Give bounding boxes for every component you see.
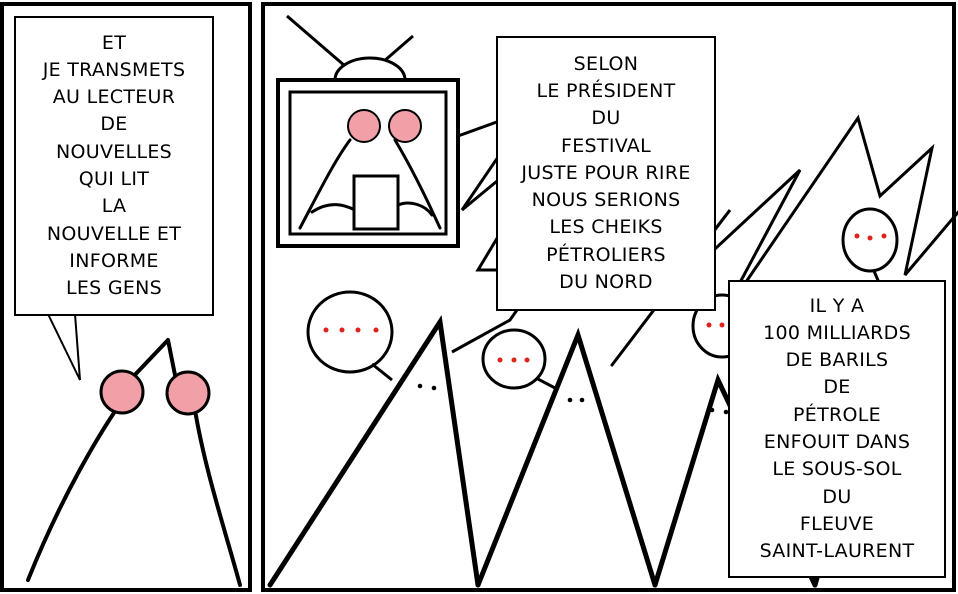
red-dot	[323, 327, 329, 333]
tv-antenna-dome	[333, 56, 407, 81]
television	[276, 14, 460, 248]
tv-antenna-left	[286, 14, 346, 68]
audience-triangle-2	[475, 327, 658, 588]
red-dot	[511, 357, 517, 363]
narration-box-left: ET JE TRANSMETS AU LECTEUR DE NOUVELLES …	[14, 16, 214, 316]
caption-line: JUSTE POUR RIRE	[521, 161, 691, 184]
caption-line: FLEUVE	[799, 512, 875, 535]
caption-line: DU	[591, 107, 621, 130]
caption-line: 100 MILLIARDS	[763, 321, 911, 344]
red-dot	[867, 235, 873, 241]
narrator-antenna	[128, 338, 177, 382]
narrator-eye-right	[165, 370, 211, 416]
caption-line: SAINT-LAURENT	[759, 540, 915, 563]
caption-line: DE	[823, 376, 851, 399]
red-dot	[339, 327, 345, 333]
red-dot	[881, 233, 887, 239]
presenter-paper	[352, 174, 400, 231]
red-dot	[719, 322, 725, 328]
caption-line: DU NORD	[559, 271, 653, 294]
caption-line: SELON	[573, 52, 639, 75]
caption-line: DU	[822, 485, 852, 508]
caption-line: LA	[101, 195, 127, 218]
caption-line: JE TRANSMETS	[42, 58, 186, 81]
narrator-eye-left	[99, 369, 145, 415]
red-dot	[524, 357, 530, 363]
caption-line: LES CHEIKS	[549, 216, 663, 239]
eye-dot	[723, 409, 729, 415]
caption-line: LES GENS	[65, 277, 163, 300]
red-dot	[355, 327, 361, 333]
eye-dot	[431, 385, 437, 391]
caption-line: ENFOUIT DANS	[763, 431, 911, 453]
red-dot	[497, 357, 503, 363]
caption-line: IL Y A	[809, 294, 865, 317]
eye-dot	[579, 397, 585, 403]
caption-line: LE PRÉSIDENT	[536, 79, 676, 102]
tv-presenter	[298, 138, 442, 230]
caption-line: PÉTROLIERS	[546, 243, 666, 266]
presenter-eye-left	[347, 109, 381, 143]
eye-dot	[417, 383, 423, 389]
caption-line: LE SOUS-SOL	[772, 458, 902, 481]
thought-bubble-1	[306, 290, 394, 374]
presenter-body	[298, 138, 442, 230]
caption-box-right: IL Y A 100 MILLIARDS DE BARILS DE PÉTROL…	[728, 280, 946, 578]
audience-triangle-1	[267, 315, 481, 588]
red-dot	[854, 233, 860, 239]
caption-line: DE	[100, 113, 128, 136]
caption-line: INFORME	[69, 249, 159, 272]
thought-bubble-2-tail	[535, 376, 556, 390]
red-dot	[706, 322, 712, 328]
caption-line: PÉTROLE	[793, 403, 881, 426]
caption-line: AU LECTEUR	[52, 86, 176, 109]
caption-box-center: SELON LE PRÉSIDENT DU FESTIVAL JUSTE POU…	[496, 36, 716, 311]
caption-line: FESTIVAL	[561, 134, 651, 157]
caption-line: QUI LIT	[78, 168, 150, 190]
presenter-arms	[310, 201, 434, 217]
eye-dot	[709, 407, 715, 413]
caption-line: NOUVELLE ET	[46, 222, 182, 245]
narrator-body-right	[193, 408, 242, 587]
presenter-eye-right	[388, 109, 422, 143]
caption-line: NOUVELLES	[55, 140, 172, 163]
eye-dot	[567, 397, 573, 403]
caption-line: NOUS SERIONS	[531, 189, 681, 212]
caption-line: ET	[101, 31, 127, 54]
red-dot	[373, 327, 379, 333]
caption-line: DE BARILS	[785, 349, 889, 372]
tv-antenna-right	[382, 34, 414, 64]
speech-tail-left	[47, 313, 81, 381]
thought-bubble-1-tail	[371, 362, 393, 382]
